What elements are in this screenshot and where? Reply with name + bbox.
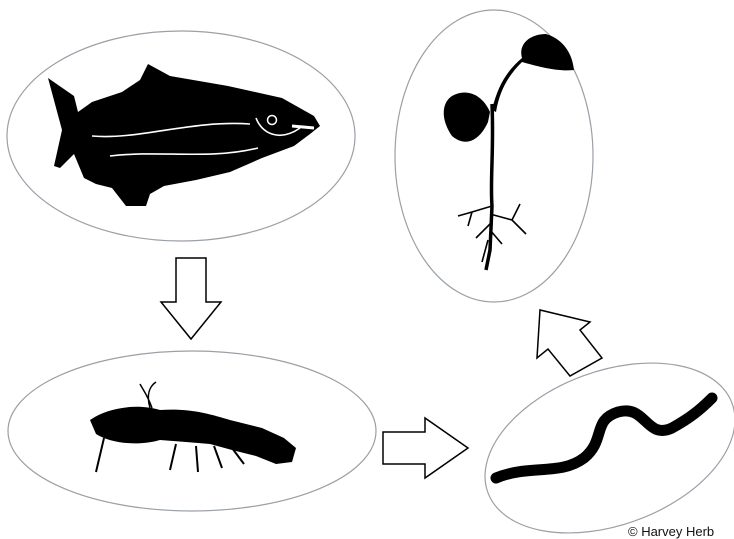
arrow-up-right	[537, 310, 602, 376]
arrow-down	[161, 258, 221, 339]
arrow-right	[383, 418, 468, 478]
